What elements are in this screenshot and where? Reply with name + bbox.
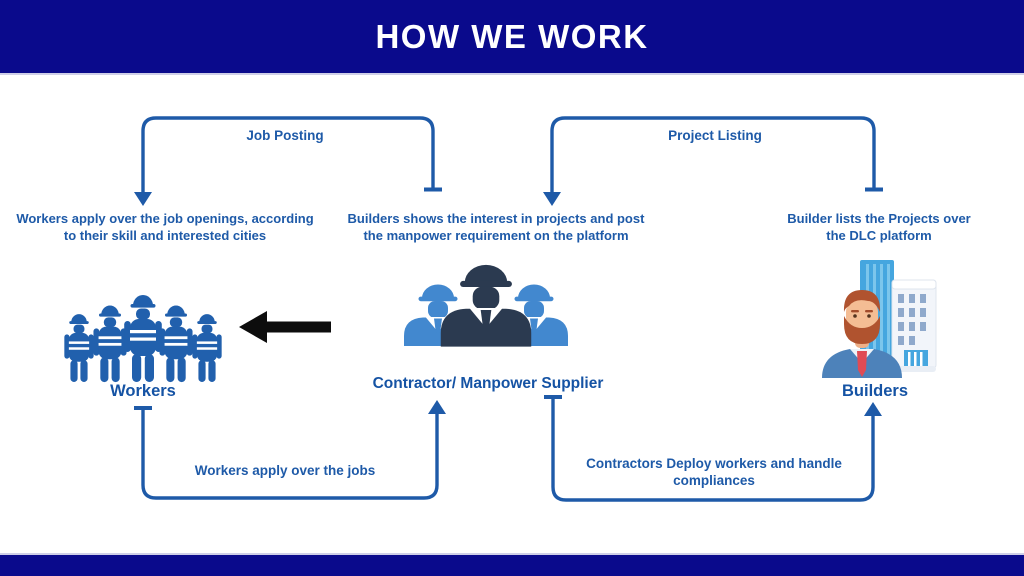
contractors-deploy-label: Contractors Deploy workers and handle co… — [582, 455, 846, 489]
project-listing-label: Project Listing — [668, 128, 762, 143]
header-banner: HOW WE WORK — [0, 0, 1024, 75]
workers-step-text: Workers apply over the job openings, acc… — [2, 210, 328, 244]
workers-apply-label: Workers apply over the jobs — [194, 463, 376, 478]
builders-step-text: Builder lists the Projects over the DLC … — [768, 210, 990, 244]
workers-step-line2: to their skill and interested cities — [63, 228, 267, 243]
page-title: HOW WE WORK — [375, 17, 649, 55]
contractor-label: Contractor/ Manpower Supplier — [372, 375, 604, 392]
footer-banner — [0, 553, 1024, 576]
builders-label: Builders — [841, 382, 909, 400]
contractor-step-text: Builders shows the interest in projects … — [334, 210, 658, 244]
workers-step-line1: Workers apply over the job openings, acc… — [16, 211, 314, 226]
contractor-busts-icon — [400, 256, 572, 372]
builders-step-line2: the DLC platform — [826, 228, 932, 243]
contractor-step-line1: Builders shows the interest in projects … — [347, 211, 645, 226]
contractors-deploy-line2: compliances — [673, 473, 755, 488]
project-listing-arrow — [550, 116, 876, 193]
contractors-deploy-line1: Contractors Deploy workers and handle — [586, 456, 842, 471]
workers-label: Workers — [110, 382, 176, 400]
builder-with-buildings-icon — [820, 260, 938, 380]
contractor-step-line2: the manpower requirement on the platform — [363, 228, 629, 243]
contractors-deploy-arrow — [551, 398, 875, 502]
workers-apply-arrow — [141, 409, 439, 500]
black-left-arrow — [239, 311, 331, 343]
builders-step-line1: Builder lists the Projects over — [787, 211, 971, 226]
job-posting-label: Job Posting — [246, 128, 324, 143]
job-posting-arrow — [141, 116, 435, 193]
workers-group-icon — [63, 261, 223, 383]
